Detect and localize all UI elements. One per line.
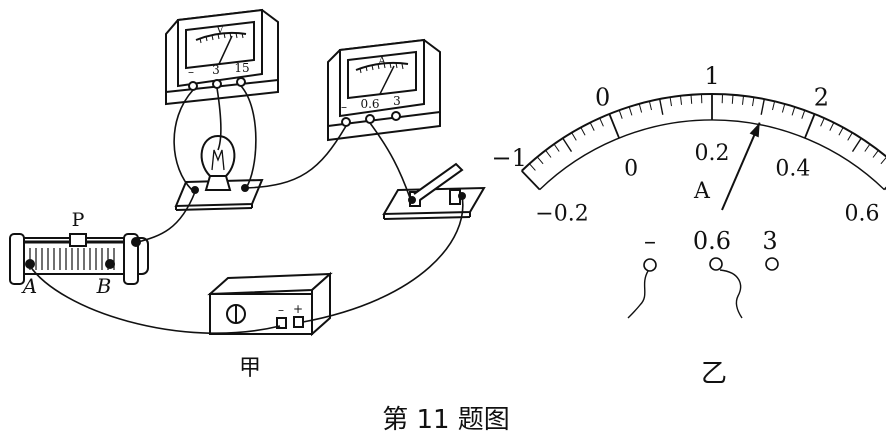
dial-tick	[838, 127, 844, 136]
dial-terminals	[643, 257, 779, 272]
dial-tick	[553, 143, 560, 152]
dial-tick	[648, 101, 652, 111]
inner-label-02: 0.2	[695, 141, 730, 166]
dial-terminal-label-neg: –	[644, 227, 656, 255]
voltmeter-terminal-neg: –	[188, 65, 194, 79]
dial-tick	[880, 156, 886, 165]
ammeter-terminal-3: 3	[393, 94, 401, 108]
inner-label-0: 0	[624, 157, 638, 182]
voltmeter-icon	[165, 8, 279, 106]
dial-tick	[851, 137, 862, 152]
dial-tick	[536, 156, 544, 165]
dial-terminal-label-06: 0.6	[693, 227, 731, 255]
ammeter-dial-symbol: A	[377, 56, 386, 67]
circuit-labels: V – 3 15 A – 0.6 3 P A B – + 甲	[21, 25, 401, 381]
dial-tick	[659, 98, 664, 115]
dial-tick	[529, 163, 536, 171]
outer-label-1: 1	[704, 62, 719, 90]
dial-tick	[772, 101, 776, 111]
dial-tick	[820, 117, 825, 127]
ammeter-icon	[327, 38, 441, 142]
outer-label-0: 0	[595, 83, 610, 111]
dial-tick	[804, 113, 816, 139]
dial-tick	[599, 117, 604, 127]
dial-tick	[608, 113, 620, 139]
lamp-icon	[174, 134, 264, 211]
dial-tick	[864, 143, 871, 152]
dial-tick	[680, 95, 682, 105]
circuit-wires	[29, 85, 464, 334]
inner-label-04: 0.4	[775, 157, 810, 182]
dial-terminal-wires	[627, 269, 743, 319]
inner-label-neg02: −0.2	[535, 202, 588, 227]
outer-label-2: 2	[814, 83, 829, 111]
dial-tick	[571, 132, 577, 141]
dial-tick	[829, 122, 835, 131]
dial-tick	[760, 98, 765, 115]
power-supply-icon	[207, 271, 333, 337]
power-terminal-neg: –	[278, 303, 284, 317]
dial-terminal-neg	[643, 258, 657, 272]
dial-tick	[545, 150, 552, 158]
dial-tick	[781, 103, 786, 113]
dial-terminal-label-3: 3	[762, 227, 777, 255]
rheostat-end-b: B	[96, 274, 112, 298]
dial-tick	[638, 103, 643, 113]
dial-tick	[580, 127, 586, 136]
figure-label-yi: 乙	[701, 359, 727, 389]
dial-tick	[690, 94, 693, 104]
dial-tick	[731, 94, 734, 104]
inner-label-06: 0.6	[845, 202, 880, 227]
figure-caption: 第 11 题图	[382, 405, 510, 435]
voltmeter-terminal-3: 3	[212, 63, 220, 77]
rheostat-end-a: A	[21, 274, 37, 298]
dial-tick	[589, 122, 595, 131]
power-terminal-pos: +	[293, 302, 303, 316]
rheostat-icon	[9, 233, 149, 285]
dial-tick	[801, 110, 806, 119]
voltmeter-terminal-15: 15	[234, 61, 249, 75]
dial-ticks	[521, 94, 886, 191]
dial-tick	[752, 97, 755, 107]
dial-terminal-06	[709, 257, 723, 271]
dial-terminal-3	[765, 257, 779, 271]
dial-meter-symbol: A	[693, 179, 711, 204]
figure-label-jia: 甲	[239, 356, 261, 381]
dial-tick	[562, 137, 573, 152]
meter-pointer-head	[749, 122, 760, 138]
ammeter-terminal-neg: –	[341, 100, 347, 114]
dial-tick	[847, 132, 853, 141]
dial-tick	[669, 97, 672, 107]
dial-tick	[628, 106, 633, 116]
voltmeter-dial-symbol: V	[215, 25, 224, 36]
dial-tick	[521, 170, 541, 191]
dial-tick	[742, 95, 744, 105]
dial-tick	[791, 106, 796, 116]
ammeter-dial-figure-yi: −1 0 1 2 3 −0.2 0 0.2 0.4 0.6 A – 0.6 3 …	[492, 62, 886, 389]
rheostat-slider-label: P	[72, 209, 85, 231]
dial-tick	[618, 110, 623, 119]
dial-tick	[872, 150, 879, 158]
circuit-figure-jia	[9, 8, 486, 337]
outer-label-neg1: −1	[492, 144, 527, 172]
meter-pointer	[721, 122, 761, 211]
ammeter-terminal-06: 0.6	[360, 97, 379, 111]
